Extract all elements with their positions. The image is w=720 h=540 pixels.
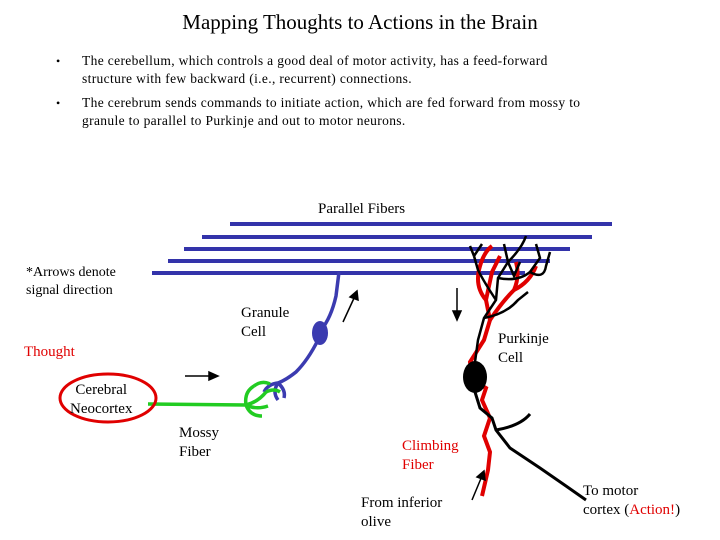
purkinje-soma (463, 361, 487, 393)
inferior-olive-label: From inferior olive (361, 494, 442, 532)
purkinje-cell-line: Cell (498, 350, 523, 366)
thought-label: Thought (24, 344, 75, 360)
climbing-fiber-line: Climbing (402, 438, 459, 454)
motor-cortex-suffix: ) (675, 502, 681, 518)
mossy-fiber-line: Fiber (179, 444, 211, 460)
bullet-line: structure with few backward (i.e., recur… (82, 71, 412, 86)
slide-title: Mapping Thoughts to Actions in the Brain (182, 10, 538, 34)
action-word: Action! (629, 502, 676, 518)
neocortex-line: Neocortex (70, 401, 133, 417)
purkinje-axon (473, 391, 587, 502)
granule-cell-line: Granule (241, 305, 290, 321)
bullet-dot-icon: • (56, 54, 61, 68)
granule-soma (312, 321, 328, 345)
climbing-fiber-branch (476, 244, 494, 302)
arrow-up-icon (342, 295, 356, 323)
granule-dendrite (277, 339, 320, 385)
granule-axon (319, 271, 341, 332)
arrow-head-icon (208, 370, 220, 382)
parallel-fibers-label: Parallel Fibers (318, 201, 406, 217)
bullet-text: The cerebellum, which controls a good de… (82, 52, 666, 88)
arrow-head-icon (475, 469, 486, 482)
bullet-item: • The cerebrum sends commands to initiat… (56, 94, 666, 130)
climbing-fiber-branch (513, 265, 538, 292)
bullet-line: The cerebrum sends commands to initiate … (82, 95, 581, 110)
mossy-rosette (243, 380, 281, 418)
granule-cell (262, 271, 341, 402)
arrow-head-icon (451, 310, 463, 322)
purkinje-axon-collateral (495, 412, 532, 432)
arrow-up-icon (471, 475, 483, 501)
neocortex-outline (58, 372, 158, 424)
purkinje-cell-line: Purkinje (498, 331, 549, 347)
bullet-line: granule to parallel to Purkinje and out … (82, 113, 406, 128)
climbing-fiber-line: Fiber (402, 457, 434, 473)
granule-cell-label: Granule Cell (241, 304, 289, 342)
bullet-text: The cerebrum sends commands to initiate … (82, 94, 666, 130)
mossy-fiber-axon (147, 402, 247, 407)
arrows-note: *Arrows denote signal direction (26, 264, 116, 300)
bullet-list: • The cerebellum, which controls a good … (56, 52, 666, 136)
mossy-fiber-line: Mossy (179, 425, 220, 441)
purkinje-cell-label: Purkinje Cell (498, 330, 549, 368)
mossy-fiber-label: Mossy Fiber (179, 424, 219, 462)
signal-arrows (185, 288, 486, 501)
climbing-fiber-label: Climbing Fiber (402, 437, 459, 475)
motor-cortex-prefix: cortex ( (583, 502, 630, 518)
motor-cortex-label: To motor cortex (Action!) (583, 482, 680, 520)
inferior-olive-line: From inferior (361, 495, 443, 511)
cerebral-neocortex-label: Cerebral Neocortex (70, 381, 132, 419)
bullet-dot-icon: • (56, 96, 61, 110)
bullet-item: • The cerebellum, which controls a good … (56, 52, 666, 88)
arrows-note-line: *Arrows denote (26, 265, 116, 280)
neocortex-line: Cerebral (75, 382, 128, 398)
purkinje-dendrite (506, 235, 528, 280)
motor-cortex-line: To motor (583, 483, 639, 499)
mossy-fiber (147, 380, 281, 418)
arrows-note-line: signal direction (26, 283, 113, 298)
parallel-fibers (152, 222, 612, 275)
arrow-head-icon (348, 289, 359, 302)
purkinje-dendrite (529, 251, 552, 277)
purkinje-dendrite (472, 255, 498, 301)
granule-cell-line: Cell (241, 324, 266, 340)
inferior-olive-line: olive (361, 514, 391, 530)
purkinje-dendrite (483, 291, 529, 320)
purkinje-cell (463, 235, 587, 502)
bullet-line: The cerebellum, which controls a good de… (82, 53, 548, 68)
purkinje-dendrite (468, 243, 484, 257)
